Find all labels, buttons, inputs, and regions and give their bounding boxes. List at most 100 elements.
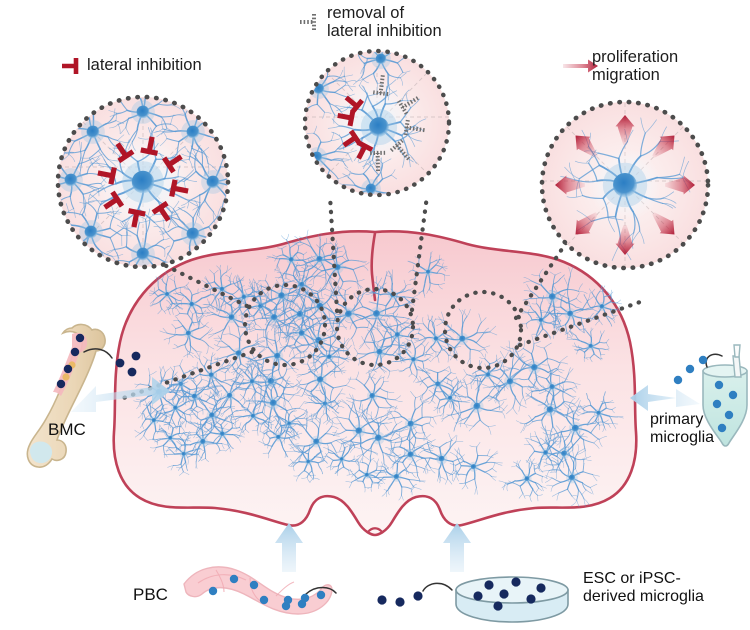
microglia-soma	[339, 457, 344, 462]
microglia-soma	[278, 292, 286, 300]
microglia-soma	[433, 336, 439, 342]
bmc-cell	[56, 379, 66, 389]
microglia-soma	[274, 352, 281, 360]
t-bar-icon	[97, 166, 117, 185]
microglia-soma	[200, 438, 206, 445]
microglia-soma	[407, 420, 415, 428]
microglia-soma	[571, 424, 580, 432]
bmc-cell	[70, 347, 80, 357]
microglia-cell	[188, 352, 239, 399]
pbc-released-cell	[316, 590, 326, 600]
t-bar-icon	[151, 200, 171, 222]
microglia-soma	[548, 293, 556, 301]
brain-marker-left	[242, 282, 328, 368]
t-bar-icon	[356, 140, 374, 160]
tube-icon	[702, 344, 748, 447]
bmc-egress-path	[83, 348, 113, 359]
arrow-right-icon	[575, 135, 598, 158]
inset-proliferation	[539, 99, 711, 271]
legend-label-proliferation: proliferation migration	[592, 48, 679, 85]
inset-homeostasis	[55, 94, 231, 270]
pbc-released-cell	[283, 595, 293, 605]
vessel-striations	[197, 569, 295, 602]
microglia-soma	[313, 438, 320, 445]
connector-center-left	[327, 193, 340, 314]
connector-center-right	[409, 193, 430, 313]
microglia-soma	[288, 257, 294, 263]
t-bar-icon	[140, 136, 159, 156]
microglia-cell	[415, 433, 465, 485]
esc-egress-path	[422, 582, 453, 592]
microglia-cell	[327, 72, 427, 170]
dashed-t-bar-icon	[370, 150, 386, 172]
source-label-primary-microglia: primary microglia	[650, 411, 715, 446]
microglia-soma	[267, 377, 275, 385]
microglia-soma	[151, 418, 157, 423]
microglia-cell	[283, 305, 349, 374]
tube-microglia	[712, 399, 722, 409]
microglia-cell	[230, 358, 276, 404]
microglia-cell	[413, 314, 462, 363]
dashed-t-bar-icon	[389, 139, 411, 161]
microglia-soma	[226, 392, 233, 399]
microglia-soma	[393, 473, 400, 480]
microglia-cell	[266, 233, 317, 284]
arrow-right-icon	[652, 212, 675, 235]
microglia-cell	[174, 145, 227, 226]
dashed-t-bar-icon	[372, 75, 389, 97]
microglia-soma	[136, 105, 150, 119]
microglia-soma	[546, 406, 554, 414]
inset2-inhibition-symbols	[337, 75, 425, 172]
arrow-right-icon	[665, 175, 695, 195]
tube-released-cell	[673, 375, 683, 385]
microglia-cell	[153, 387, 202, 430]
microglia-soma	[249, 379, 255, 384]
microglia-cell	[385, 423, 443, 483]
microglia-soma	[568, 474, 576, 481]
legend-label-lateral-inhibition: lateral inhibition	[87, 56, 202, 74]
microglia-cell	[59, 140, 111, 218]
microglia-soma	[276, 434, 281, 440]
dashed-t-bar-icon	[403, 119, 425, 136]
connector-right-upper	[513, 240, 569, 321]
microglia-soma	[271, 314, 278, 321]
microglia-cell	[428, 376, 471, 421]
microglia-cell	[384, 391, 442, 457]
bone-epiphysis	[29, 441, 53, 464]
arrow-right-icon	[615, 115, 635, 145]
petri-dish-icon	[455, 576, 569, 623]
t-bar-icon	[127, 208, 146, 228]
microglia-cell	[522, 266, 588, 339]
pbc-delivery-arrow	[275, 523, 303, 572]
microglia-soma	[549, 384, 555, 390]
microglia-cell	[515, 380, 581, 446]
microglia-soma	[543, 450, 549, 456]
tube-released-cell	[685, 364, 695, 374]
microglia-soma	[250, 413, 256, 419]
microglia-cell	[159, 308, 215, 358]
microglia-soma	[364, 472, 370, 478]
tube-microglia	[724, 410, 734, 420]
marrow-fat-cell	[62, 373, 70, 381]
esc-cell	[484, 580, 494, 590]
microglia-cell	[462, 353, 511, 393]
microglia-soma	[178, 381, 184, 387]
microglia-cell	[498, 458, 548, 502]
microglia-soma	[189, 301, 195, 307]
microglia-soma	[209, 412, 215, 419]
arrow-right-icon	[555, 175, 585, 195]
t-bar-icon	[169, 179, 189, 198]
source-primary-microglia	[630, 344, 748, 447]
esc-cell	[526, 594, 536, 604]
bmc-released-cell	[115, 358, 125, 368]
microglia-soma	[131, 170, 155, 194]
microglia-soma	[376, 348, 383, 356]
microglia-soma	[136, 247, 150, 261]
microglia-soma	[374, 434, 382, 442]
microglia-cell	[340, 404, 408, 473]
inset2-border	[302, 48, 452, 198]
arrow-right-icon	[575, 212, 598, 235]
t-bar-icon	[337, 109, 356, 127]
microglia-soma	[613, 173, 637, 197]
microglia-cell	[567, 327, 610, 363]
